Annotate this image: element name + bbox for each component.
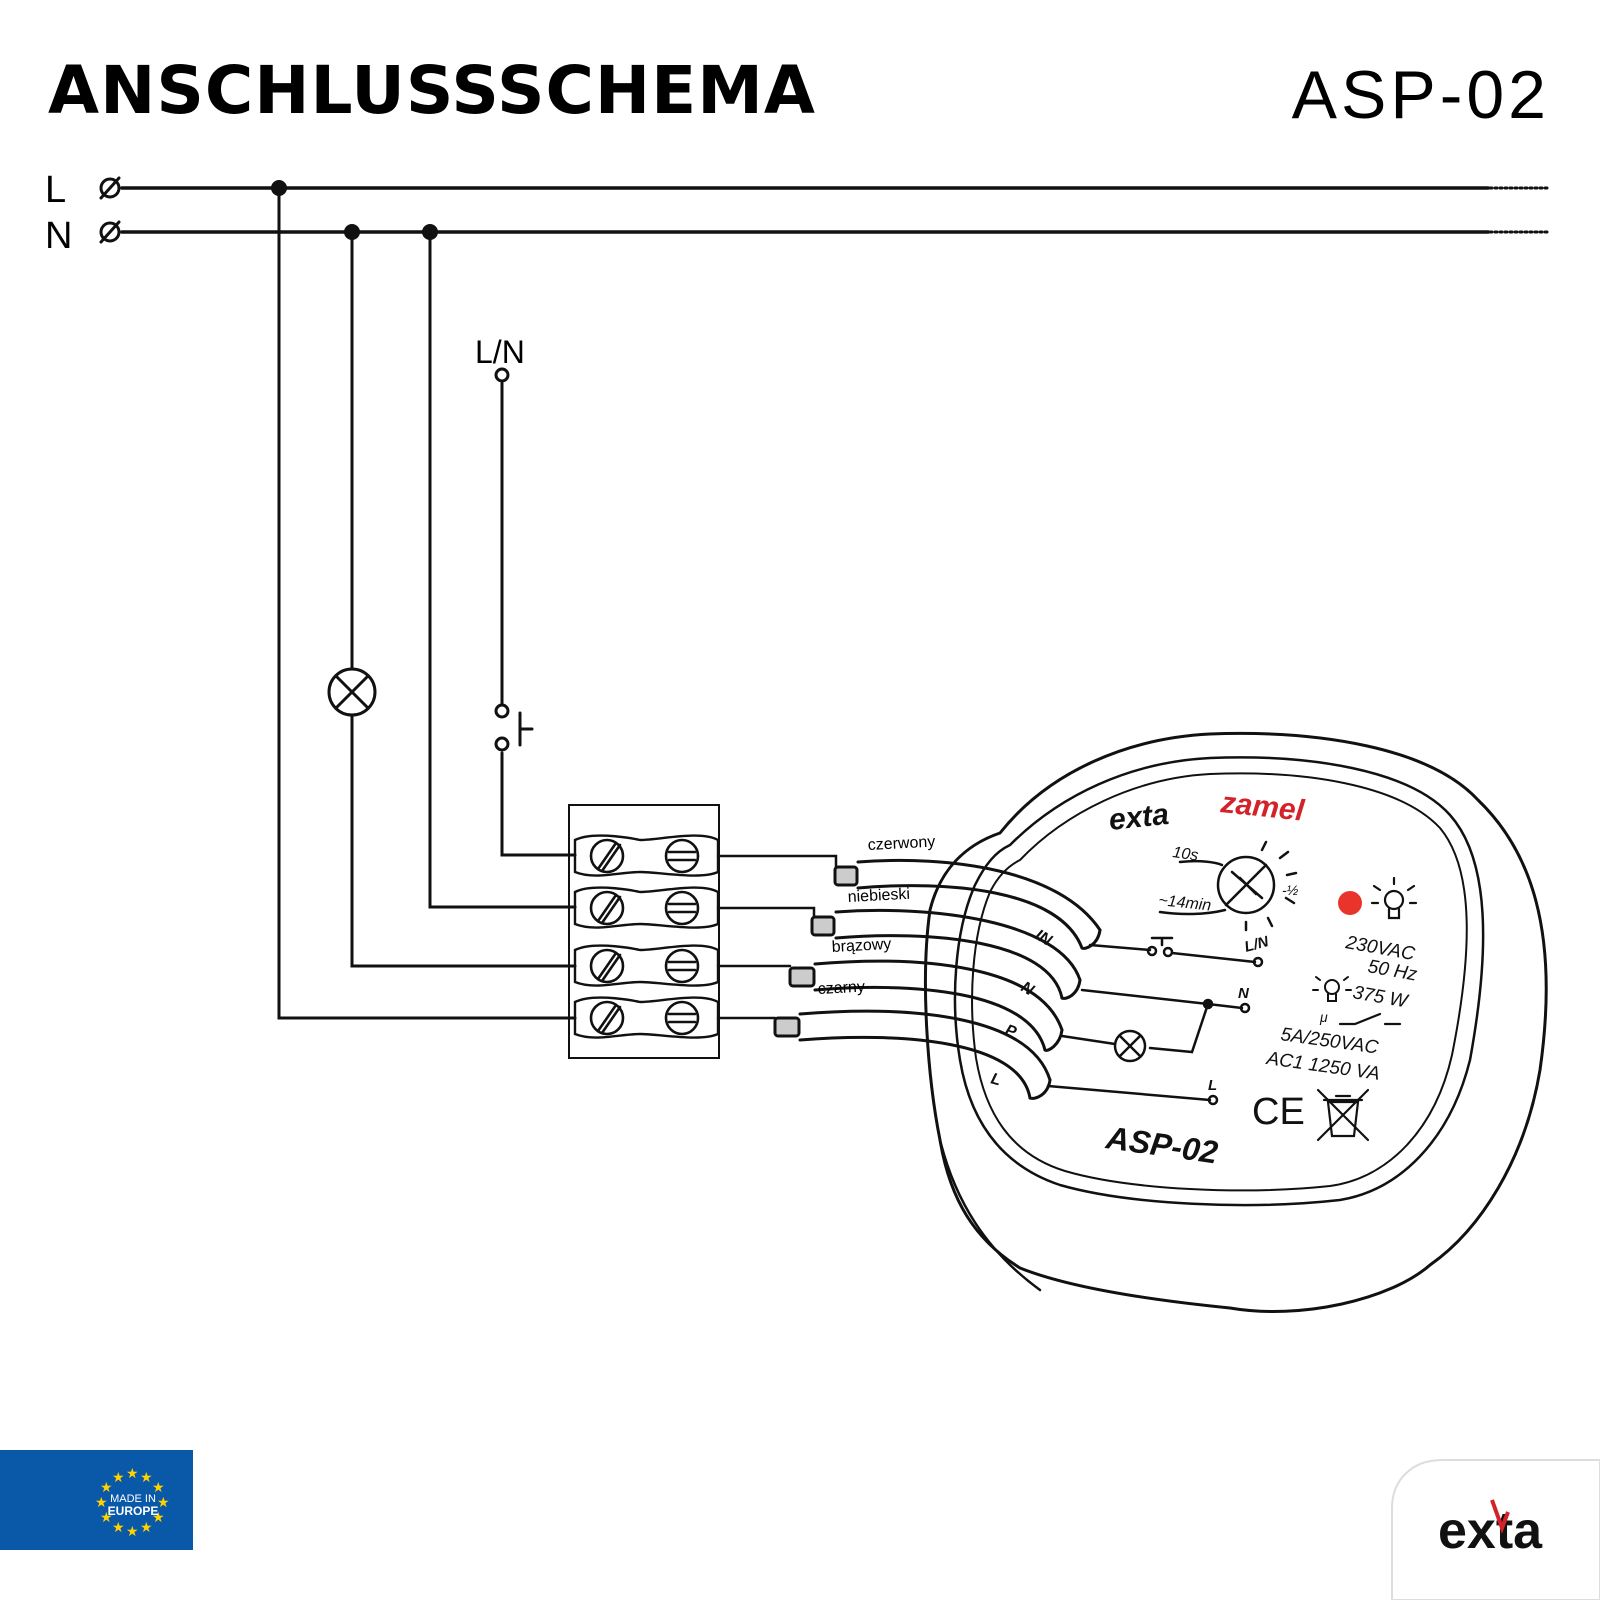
model-name: ASP-02 bbox=[1291, 57, 1550, 133]
n-terminal-icon bbox=[99, 220, 121, 244]
dial-max-label: ~14min bbox=[1158, 892, 1213, 914]
switch-label: L/N bbox=[475, 334, 525, 370]
out-l-label: L bbox=[1208, 1077, 1217, 1094]
wire-l-drop bbox=[277, 186, 577, 1020]
status-led bbox=[1338, 891, 1362, 915]
device-body bbox=[923, 731, 1548, 1313]
eu-stars-icon: ★★★ ★★★ ★★★ ★★★ bbox=[95, 1465, 170, 1539]
svg-text:★: ★ bbox=[152, 1509, 165, 1525]
svg-text:★: ★ bbox=[112, 1519, 125, 1535]
device-schematic bbox=[1046, 936, 1264, 1106]
svg-text:★: ★ bbox=[126, 1523, 139, 1539]
svg-text:★: ★ bbox=[112, 1469, 125, 1485]
wire-label: czerwony bbox=[867, 833, 935, 854]
ce-mark: CE bbox=[1252, 1091, 1305, 1133]
svg-text:★: ★ bbox=[140, 1469, 153, 1485]
logo-accent-mark bbox=[1490, 1499, 1510, 1534]
l-terminal-icon bbox=[99, 176, 121, 200]
contact-icon bbox=[1338, 1012, 1402, 1026]
wire-switch-drop bbox=[500, 381, 577, 857]
svg-text:★: ★ bbox=[152, 1479, 165, 1495]
made-in-europe-badge: ★★★ ★★★ ★★★ ★★★ MADE IN EUROPE bbox=[0, 1450, 193, 1550]
pushbutton-icon bbox=[494, 367, 534, 752]
dial-side-label: -½ bbox=[1282, 882, 1299, 898]
lamp-icon bbox=[327, 667, 377, 717]
badge-line1: MADE IN bbox=[110, 1493, 156, 1505]
out-ln-label: L/N bbox=[1243, 933, 1272, 956]
svg-text:★: ★ bbox=[140, 1519, 153, 1535]
cables bbox=[773, 858, 1102, 1100]
junction-dots bbox=[271, 180, 438, 240]
time-dial-icon[interactable] bbox=[1158, 840, 1298, 932]
terminal-l-label: L bbox=[989, 1070, 1003, 1089]
weee-bin-icon bbox=[1316, 1088, 1370, 1142]
svg-text:★: ★ bbox=[95, 1494, 108, 1510]
svg-text:★: ★ bbox=[100, 1509, 113, 1525]
bulb-small-icon bbox=[1312, 976, 1352, 1002]
contact-mu-label: μ bbox=[1319, 1009, 1328, 1025]
device-brand-exta: exta bbox=[1107, 798, 1170, 837]
wire-label: brązowy bbox=[831, 936, 891, 956]
device-model-label: ASP-02 bbox=[1103, 1119, 1220, 1170]
wire-n-lamp-drop bbox=[350, 230, 577, 968]
badge-line2: EUROPE bbox=[108, 1504, 159, 1518]
wire-n-drop bbox=[428, 230, 577, 909]
svg-text:★: ★ bbox=[126, 1465, 139, 1481]
terminal-block bbox=[568, 804, 720, 1059]
svg-text:★: ★ bbox=[157, 1494, 170, 1510]
power-label: 375 W bbox=[1351, 982, 1411, 1013]
dial-min-label: 10s bbox=[1171, 844, 1199, 864]
n-rail-label: N bbox=[45, 215, 72, 257]
bulb-icon bbox=[1370, 876, 1418, 920]
page-title: ANSCHLUSSSCHEMA bbox=[48, 52, 817, 129]
exta-logo: exta bbox=[1438, 1502, 1543, 1560]
exta-logo-card: exta bbox=[1391, 1459, 1600, 1600]
out-n-label: N bbox=[1238, 985, 1250, 1002]
l-rail-label: L bbox=[45, 169, 66, 211]
wire-label: czarny bbox=[817, 979, 865, 998]
svg-text:★: ★ bbox=[100, 1479, 113, 1495]
terminal-n-label: N bbox=[1018, 979, 1037, 1000]
wire-label: niebieski bbox=[847, 886, 910, 906]
device-brand-zamel: zamel bbox=[1218, 786, 1306, 828]
